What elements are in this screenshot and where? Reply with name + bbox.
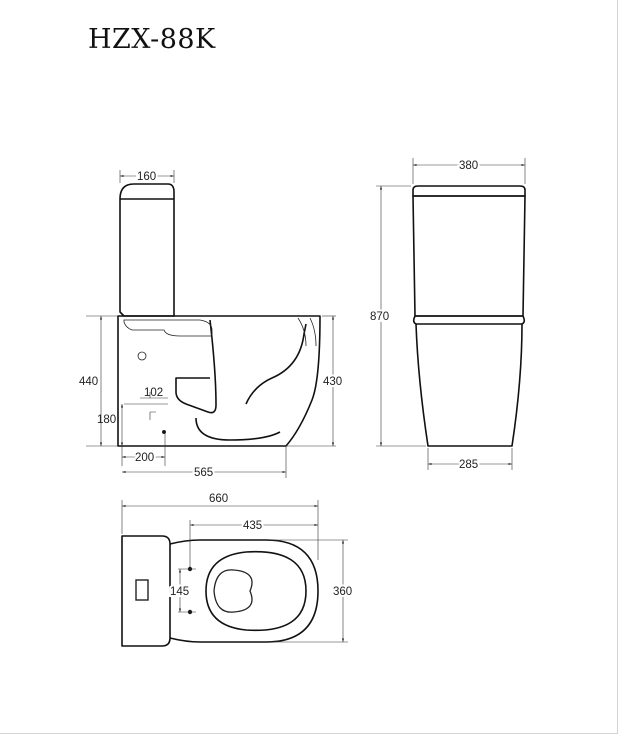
dim-overall-length: 565 (194, 467, 213, 479)
front-bowl (412, 315, 526, 447)
side-inner-channel (123, 319, 213, 337)
dim-bowl-height: 430 (323, 376, 342, 388)
dim-overall-height: 870 (370, 311, 389, 323)
front-tank (412, 185, 526, 197)
top-bowl (169, 539, 319, 643)
side-tank (119, 183, 175, 317)
dim-top-width: 360 (333, 586, 352, 598)
dim-fixing-spacing: 145 (170, 586, 189, 598)
side-fixing-hole (161, 429, 166, 434)
front-view: 380 870 285 (368, 158, 526, 473)
side-inlet-hole (137, 351, 147, 361)
dim-outlet-height: 180 (97, 414, 116, 426)
dim-bowl-length: 435 (243, 520, 262, 532)
top-view: 145 660 435 360 (121, 491, 354, 647)
top-seat-outer (205, 550, 307, 632)
dim-base-width: 285 (459, 459, 478, 471)
top-flush-button (135, 579, 149, 601)
model-title: HZX-88K (88, 24, 216, 55)
dim-seat-height: 440 (79, 376, 98, 388)
side-trapway (175, 319, 307, 441)
side-rim (297, 317, 317, 347)
outlet-marker (149, 392, 156, 420)
dim-top-width: 380 (459, 160, 478, 172)
front-tank-body (412, 195, 526, 317)
dim-tank-depth: 160 (137, 171, 156, 183)
top-tank (121, 535, 171, 647)
top-seat-inner (213, 569, 253, 613)
side-bowl-body (117, 315, 321, 447)
side-view: 160 440 180 102 430 200 565 (77, 169, 344, 481)
dim-top-overall-length: 660 (209, 493, 228, 505)
dim-outlet-offset: 102 (144, 387, 163, 399)
dim-outlet-distance: 200 (135, 452, 154, 464)
